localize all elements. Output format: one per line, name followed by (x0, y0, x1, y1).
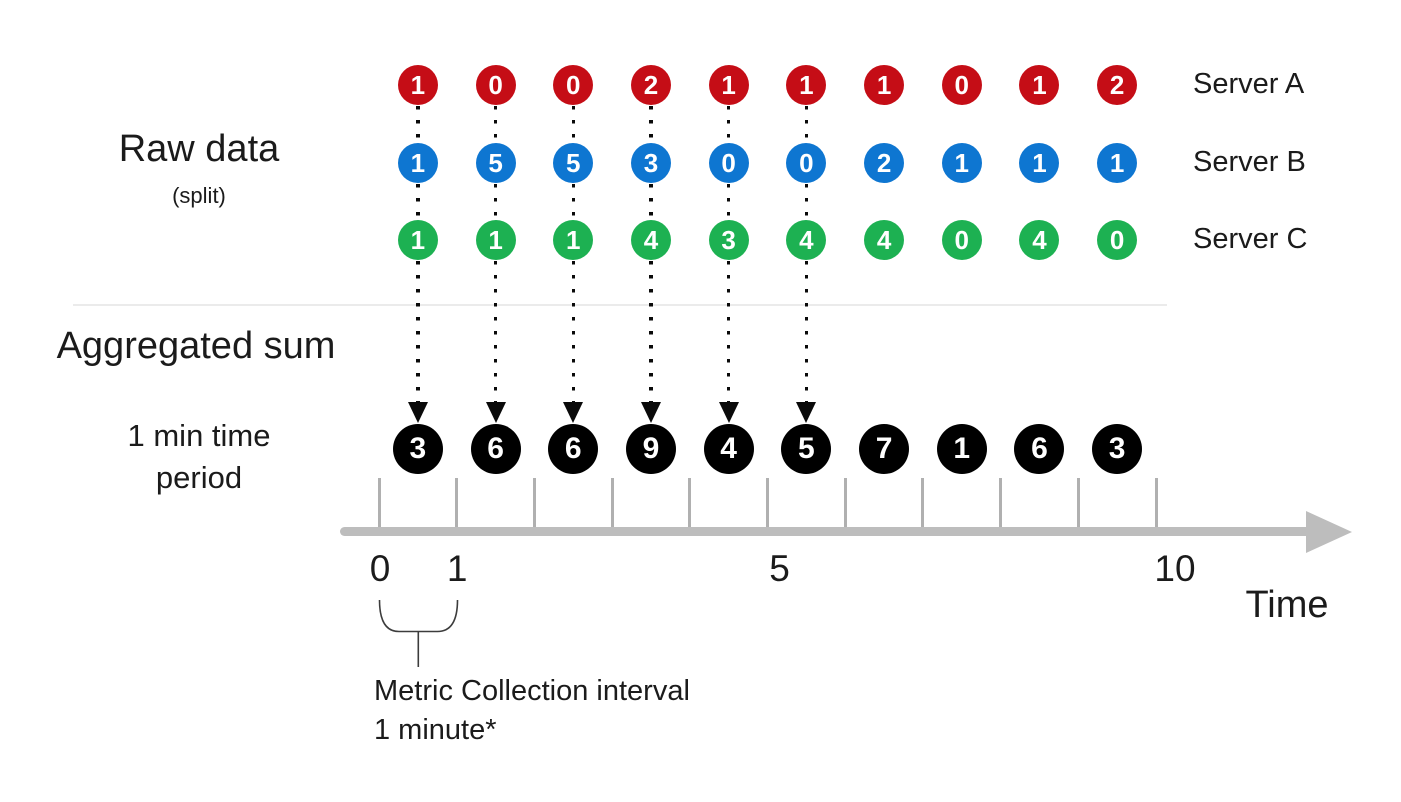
dotted-connector-segment (571, 261, 575, 402)
raw-value-dot: 0 (1097, 220, 1138, 260)
down-arrow-icon (485, 402, 506, 423)
aggregate-value-dot: 6 (1014, 424, 1065, 474)
raw-value-dot: 1 (941, 143, 982, 183)
tick-mark (532, 478, 536, 531)
tick-mark (843, 478, 847, 531)
down-arrow-icon (407, 402, 428, 423)
dotted-connector-segment (493, 106, 498, 142)
aggregate-value-dot: 6 (548, 424, 599, 474)
tick-mark (688, 478, 692, 531)
aggregate-value-dot: 3 (1092, 424, 1143, 474)
raw-data-title: Raw data (118, 128, 280, 170)
axis-tick-label: 1 (446, 548, 468, 589)
aggregate-value-dot: 6 (470, 424, 521, 474)
period-label: 1 min time period (128, 415, 271, 499)
dotted-connector-segment (726, 261, 731, 402)
raw-value-dot: 1 (553, 220, 594, 260)
series-label: Server A (1193, 68, 1305, 100)
raw-value-dot: 4 (864, 220, 905, 260)
dotted-connector-segment (804, 184, 809, 219)
dotted-connector-segment (571, 184, 575, 219)
raw-value-dot: 2 (864, 143, 905, 183)
raw-value-dot: 1 (397, 143, 438, 183)
period-label-line2: period (155, 460, 243, 495)
time-axis-line (340, 527, 1308, 536)
aggregate-value-dot: 5 (781, 424, 832, 474)
down-arrow-icon (796, 402, 817, 423)
interval-annotation-line2: 1 minute* (374, 714, 497, 746)
dotted-connector-segment (493, 184, 498, 219)
raw-value-dot: 1 (1019, 143, 1060, 183)
aggregate-value-dot: 3 (392, 424, 443, 474)
raw-value-dot: 2 (1097, 65, 1138, 105)
axis-tick-label: 0 (369, 548, 391, 589)
series-label: Server B (1193, 146, 1306, 178)
tick-mark (766, 478, 769, 531)
time-axis-arrow-icon (1306, 511, 1352, 553)
raw-value-dot: 0 (708, 143, 749, 183)
aggregated-sum-title: Aggregated sum (56, 325, 336, 367)
interval-brace (378, 599, 459, 667)
raw-value-dot: 0 (553, 65, 594, 105)
aggregate-value-dot: 9 (625, 424, 676, 474)
period-label-line1: 1 min time (127, 418, 271, 453)
tick-mark (377, 478, 381, 531)
dotted-connector-segment (804, 106, 809, 142)
raw-value-dot: 3 (708, 220, 749, 260)
raw-value-dot: 5 (553, 143, 594, 183)
tick-mark (1076, 478, 1080, 531)
tick-mark (455, 478, 459, 531)
series-label: Server C (1193, 223, 1308, 255)
tick-mark (1154, 478, 1158, 531)
dotted-connector-segment (804, 261, 809, 402)
down-arrow-icon (563, 402, 584, 423)
dotted-connector-segment (416, 106, 420, 142)
raw-value-dot: 1 (864, 65, 905, 105)
raw-value-dot: 1 (397, 220, 438, 260)
dotted-connector-segment (416, 184, 420, 219)
raw-value-dot: 1 (475, 220, 516, 260)
tick-mark (999, 478, 1003, 531)
raw-value-dot: 1 (1097, 143, 1138, 183)
dotted-connector-segment (416, 261, 420, 402)
raw-value-dot: 1 (786, 65, 827, 105)
raw-value-dot: 1 (1019, 65, 1060, 105)
tick-mark (610, 478, 614, 531)
down-arrow-icon (640, 402, 661, 423)
raw-value-dot: 0 (475, 65, 516, 105)
dotted-connector-segment (493, 261, 498, 402)
axis-tick-label: 5 (769, 548, 790, 589)
raw-value-dot: 3 (630, 143, 671, 183)
raw-value-dot: 4 (786, 220, 827, 260)
dotted-connector-segment (726, 184, 731, 219)
aggregate-value-dot: 4 (703, 424, 754, 474)
raw-data-subtitle: (split) (172, 183, 226, 208)
dotted-connector-segment (571, 106, 575, 142)
raw-value-dot: 0 (941, 220, 982, 260)
tick-mark (921, 478, 925, 531)
aggregate-value-dot: 7 (859, 424, 910, 474)
axis-tick-label: 10 (1154, 548, 1196, 589)
interval-annotation: Metric Collection interval 1 minute* (374, 672, 690, 750)
interval-annotation-line1: Metric Collection interval (374, 675, 690, 707)
raw-value-dot: 1 (397, 65, 438, 105)
dotted-connector-segment (726, 106, 731, 142)
raw-value-dot: 2 (630, 65, 671, 105)
raw-value-dot: 4 (630, 220, 671, 260)
dotted-connector-segment (649, 106, 653, 142)
dotted-connector-segment (649, 184, 653, 219)
dotted-connector-segment (649, 261, 653, 402)
aggregate-value-dot: 1 (936, 424, 987, 474)
section-divider (73, 304, 1167, 306)
down-arrow-icon (718, 402, 739, 423)
raw-value-dot: 5 (475, 143, 516, 183)
time-axis-label: Time (1245, 584, 1329, 626)
raw-value-dot: 0 (786, 143, 827, 183)
raw-value-dot: 1 (708, 65, 749, 105)
raw-value-dot: 4 (1019, 220, 1060, 260)
raw-value-dot: 0 (941, 65, 982, 105)
